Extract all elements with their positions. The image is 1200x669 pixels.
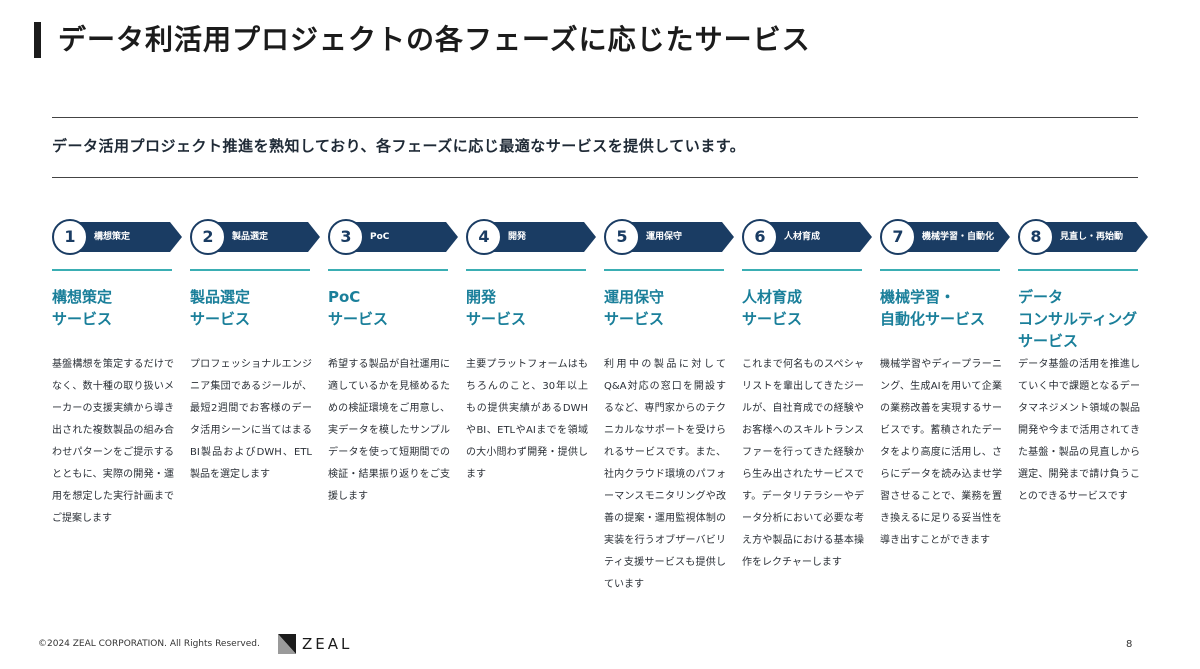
title-accent-bar xyxy=(34,22,41,58)
phase-number-badge: 4 xyxy=(466,219,502,255)
service-description: 希望する製品が自社運用に適しているかを見極めるための検証環境をご用意し、実データ… xyxy=(328,359,450,502)
phase-divider xyxy=(52,269,172,271)
phase-step-label: 見直し・再始動 xyxy=(1060,232,1124,242)
page-title: データ利活用プロジェクトの各フェーズに応じたサービス xyxy=(58,23,811,56)
service-description: これまで何名ものスペシャリストを輩出してきたジールが、自社育成での経験やお客様へ… xyxy=(742,359,864,568)
phase-step-header: 8 見直し・再始動 xyxy=(1018,219,1148,255)
page-number: 8 xyxy=(1126,639,1133,650)
service-description: データ基盤の活用を推進していく中で課題となるデータマネジメント領域の製品開発や今… xyxy=(1018,359,1140,502)
arrow-chevron-icon xyxy=(478,222,596,252)
service-description: 基盤構想を策定するだけでなく、数十種の取り扱いメーカーの支援実績から導き出された… xyxy=(52,359,174,524)
phase-column-4: 4 開発開発 サービス主要プラットフォームはもちろんのこと、30年以上もの提供実績… xyxy=(466,219,596,480)
phase-column-3: 3 PoC PoC サービス希望する製品が自社運用に適しているかを見極めるための検証… xyxy=(328,219,458,502)
phase-column-7: 7 機械学習・自動化機械学習・ 自動化サービス機械学習やディープラーニング、生成A… xyxy=(880,219,1010,546)
service-description: 主要プラットフォームはもちろんのこと、30年以上もの提供実績があるDWHやBI、… xyxy=(466,359,588,480)
service-title: 機械学習・ 自動化サービス xyxy=(880,288,986,328)
phase-number-badge: 7 xyxy=(880,219,916,255)
arrow-chevron-icon xyxy=(892,222,1010,252)
phase-step-header: 1 構想策定 xyxy=(52,219,182,255)
phase-number-badge: 6 xyxy=(742,219,778,255)
phase-step-label: 構想策定 xyxy=(94,232,131,242)
phase-column-6: 6 人材育成人材育成 サービスこれまで何名ものスペシャリストを輩出してきたジールが… xyxy=(742,219,872,568)
service-title: 構想策定 サービス xyxy=(52,288,113,328)
phase-step-header: 4 開発 xyxy=(466,219,596,255)
phase-divider xyxy=(742,269,862,271)
phase-step-header: 5 運用保守 xyxy=(604,219,734,255)
phase-column-2: 2 製品選定製品選定 サービスプロフェッショナルエンジニア集団であるジールが、最短… xyxy=(190,219,320,480)
phase-number-badge: 8 xyxy=(1018,219,1054,255)
zeal-logo-icon xyxy=(278,634,296,654)
service-title: 運用保守 サービス xyxy=(604,288,665,328)
phase-step-header: 6 人材育成 xyxy=(742,219,872,255)
copyright-text: ©2024 ZEAL CORPORATION. All Rights Reser… xyxy=(38,639,260,649)
phase-number-badge: 2 xyxy=(190,219,226,255)
phase-divider xyxy=(604,269,724,271)
service-title: 人材育成 サービス xyxy=(742,288,803,328)
arrow-chevron-icon xyxy=(340,222,458,252)
service-title: データ コンサルティング サービス xyxy=(1018,288,1138,350)
service-description: 利用中の製品に対してQ&A対応の窓口を開設するなど、専門家からのテクニカルなサポ… xyxy=(604,359,726,590)
phase-column-8: 8 見直し・再始動データ コンサルティング サービスデータ基盤の活用を推進していく… xyxy=(1018,219,1148,502)
service-description: 機械学習やディープラーニング、生成AIを用いて企業の業務改善を実現するサービスで… xyxy=(880,359,1002,546)
service-title: 製品選定 サービス xyxy=(190,288,251,328)
service-title: 開発 サービス xyxy=(466,288,527,328)
phase-divider xyxy=(880,269,1000,271)
page-subtitle: データ活用プロジェクト推進を熟知しており、各フェーズに応じ最適なサービスを提供し… xyxy=(52,137,746,155)
phase-number-badge: 5 xyxy=(604,219,640,255)
phase-divider xyxy=(1018,269,1138,271)
subtitle-bottom-rule xyxy=(52,177,1138,178)
phase-step-label: 開発 xyxy=(508,232,527,242)
arrow-chevron-icon xyxy=(1030,222,1148,252)
logo-text: ZEAL xyxy=(302,635,353,653)
service-title: PoC サービス xyxy=(328,288,389,328)
phase-column-5: 5 運用保守運用保守 サービス利用中の製品に対してQ&A対応の窓口を開設するなど、… xyxy=(604,219,734,590)
phase-divider xyxy=(466,269,586,271)
company-logo: ZEAL xyxy=(278,632,358,656)
phase-column-1: 1 構想策定構想策定 サービス基盤構想を策定するだけでなく、数十種の取り扱いメーカ… xyxy=(52,219,182,524)
phase-step-header: 2 製品選定 xyxy=(190,219,320,255)
phase-step-label: 運用保守 xyxy=(646,232,683,242)
arrow-chevron-icon xyxy=(754,222,872,252)
phase-step-header: 7 機械学習・自動化 xyxy=(880,219,1010,255)
phase-number-badge: 3 xyxy=(328,219,364,255)
arrow-chevron-icon xyxy=(64,222,182,252)
phase-divider xyxy=(190,269,310,271)
phase-divider xyxy=(328,269,448,271)
phase-step-header: 3 PoC xyxy=(328,219,458,255)
subtitle-top-rule xyxy=(52,117,1138,118)
arrow-chevron-icon xyxy=(202,222,320,252)
service-description: プロフェッショナルエンジニア集団であるジールが、最短2週間でお客様のデータ活用シ… xyxy=(190,359,312,480)
arrow-chevron-icon xyxy=(616,222,734,252)
phase-number-badge: 1 xyxy=(52,219,88,255)
phase-step-label: 人材育成 xyxy=(784,232,821,242)
phase-step-label: PoC xyxy=(370,232,390,242)
phase-step-label: 製品選定 xyxy=(232,232,269,242)
phase-step-label: 機械学習・自動化 xyxy=(922,232,995,242)
